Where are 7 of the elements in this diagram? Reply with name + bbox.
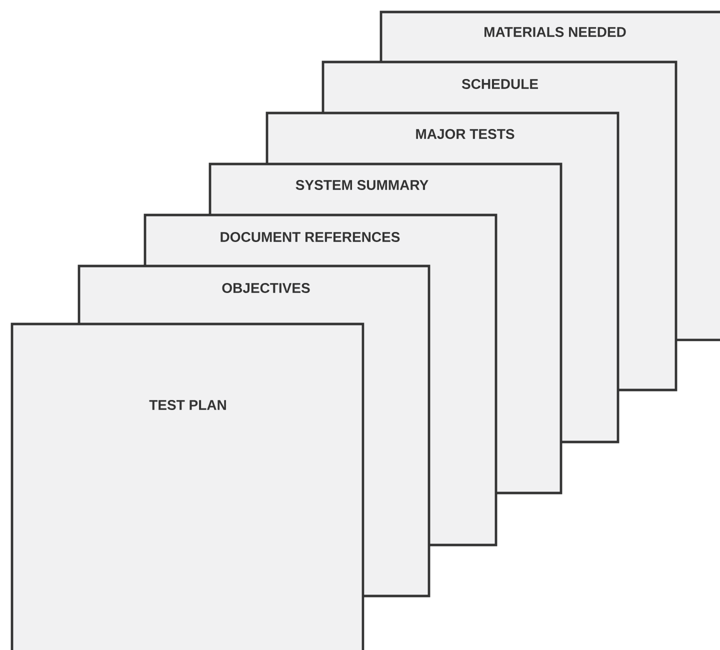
page-heading: MATERIALS NEEDED xyxy=(484,27,626,37)
page-heading: MAJOR TESTS xyxy=(416,129,514,139)
page-heading: TEST PLAN xyxy=(149,400,226,410)
page-heading: DOCUMENT REFERENCES xyxy=(220,232,400,242)
page-heading: SYSTEM SUMMARY xyxy=(296,180,428,190)
page-heading: OBJECTIVES xyxy=(222,283,310,293)
page-heading: SCHEDULE xyxy=(462,79,538,89)
